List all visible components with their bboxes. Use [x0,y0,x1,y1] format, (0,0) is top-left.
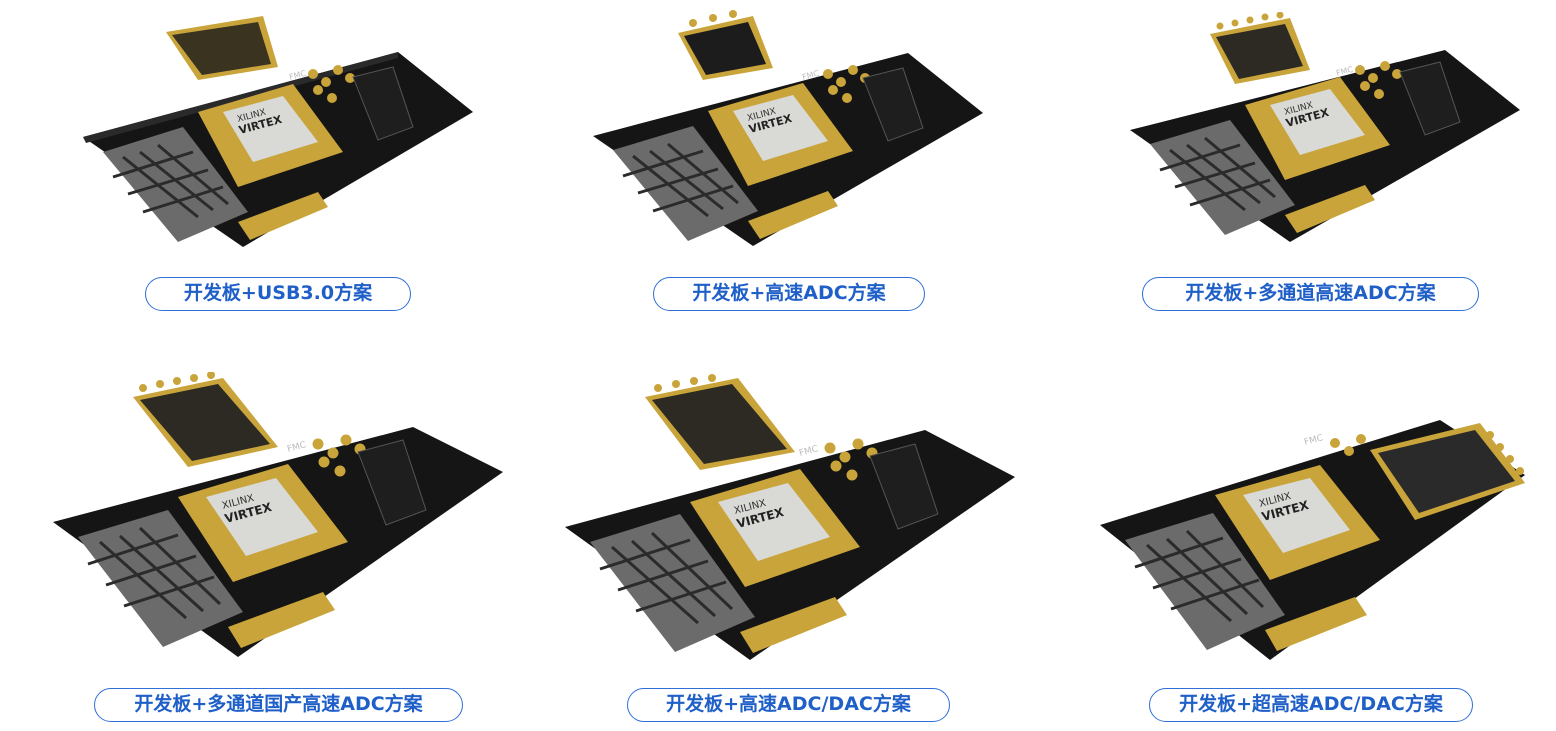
fpga-chip: XILINX VIRTEX [198,84,343,187]
solution-label-5[interactable]: 开发板+高速ADC/DAC方案 [627,688,950,722]
sma-connectors: FMC [1303,433,1366,456]
ultra-fast-adc-dac-daughter-card [1370,423,1525,520]
fmc-marking: FMC [286,440,307,455]
pcie-edge-connector [1285,185,1375,233]
fpga-chip: XILINX VIRTEX [178,464,348,582]
solution-label-1[interactable]: 开发板+USB3.0方案 [145,277,411,311]
usb3-daughter-card [166,16,278,80]
adc-daughter-card [678,10,773,80]
sfp-cages [590,514,755,652]
sma-connectors [312,434,366,477]
board-image-6: XILINX VIRTEX FMC [1100,420,1525,660]
fmc-marking: FMC [288,69,307,82]
solution-label-2[interactable]: 开发板+高速ADC方案 [653,277,925,311]
fmc-connector: FMC [288,66,414,141]
multi-channel-domestic-adc-daughter-card [133,372,278,467]
multi-channel-adc-daughter-card [1210,12,1310,84]
pcie-edge-connector [228,592,335,648]
fmc-marking: FMC [1335,65,1354,78]
fpga-chip: XILINX VIRTEX [1215,465,1380,580]
board-image-4: XILINX VIRTEX FMC [53,372,503,657]
sfp-cages [613,126,758,241]
board-image-5: XILINX VIRTEX FMC [565,374,1015,660]
sfp-cages [78,510,243,647]
sfp-cages [1150,120,1295,235]
fmc-connector: FMC [1335,61,1461,136]
sma-connectors [308,65,355,103]
pcie-edge-connector [740,597,847,653]
sma-connectors [824,438,878,481]
adc-dac-daughter-card [645,374,795,470]
fmc-marking: FMC [798,444,819,459]
board-image-2: XILINX VIRTEX FMC [593,10,983,246]
fpga-chip: XILINX VIRTEX [708,83,853,186]
sfp-cages [103,127,248,242]
fpga-chip: XILINX VIRTEX [1245,77,1390,180]
solution-label-3[interactable]: 开发板+多通道高速ADC方案 [1142,277,1479,311]
fpga-chip: XILINX VIRTEX [690,469,860,587]
pcie-edge-connector [1265,597,1367,651]
sfp-cages [1125,513,1285,650]
board-image-3: XILINX VIRTEX FMC [1130,12,1520,242]
fmc-connector: FMC [801,67,924,142]
solution-label-6[interactable]: 开发板+超高速ADC/DAC方案 [1149,688,1473,722]
pcie-edge-connector [748,191,838,239]
pcie-edge-connector [238,192,328,240]
sma-connectors [1355,61,1402,99]
solution-label-4[interactable]: 开发板+多通道国产高速ADC方案 [94,688,463,722]
fmc-marking: FMC [801,69,820,82]
fmc-connector: FMC [286,439,427,526]
fmc-connector: FMC [798,443,939,530]
fmc-marking: FMC [1303,433,1324,448]
board-image-1: XILINX VIRTEX FMC [83,16,473,247]
